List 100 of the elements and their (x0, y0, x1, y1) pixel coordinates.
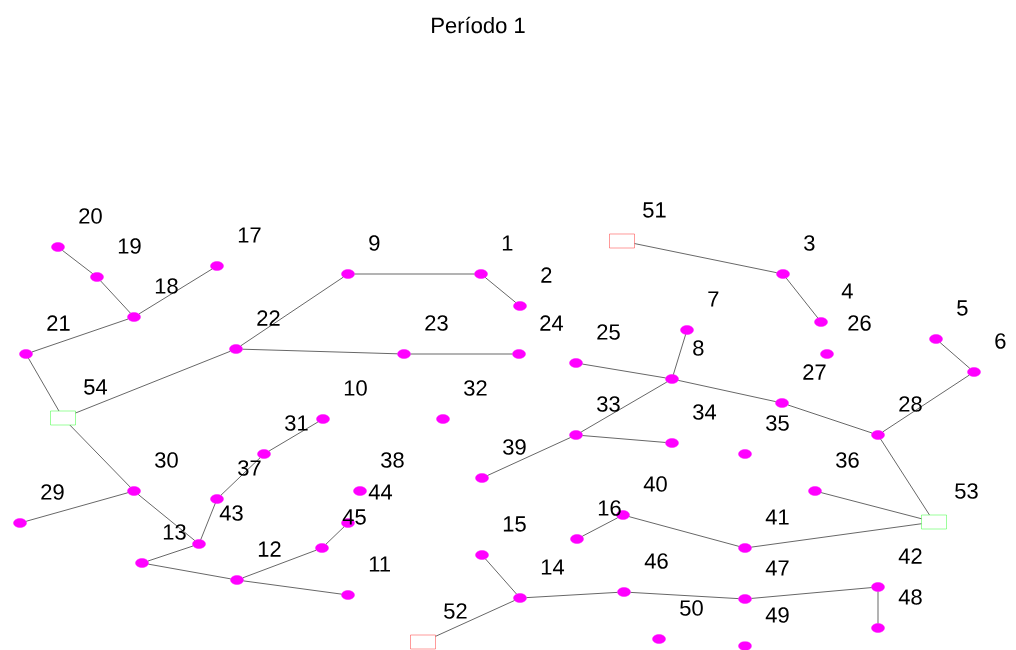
connector-line (354, 273, 475, 275)
point-marker (474, 269, 488, 279)
point-label: 13 (163, 524, 186, 540)
point-label: 24 (540, 315, 564, 331)
point-label: 27 (803, 364, 826, 380)
point-marker (475, 550, 489, 560)
point-marker (738, 594, 752, 604)
connector-line (138, 494, 195, 541)
point-marker (341, 269, 355, 279)
point-marker (19, 349, 33, 359)
point-marker (316, 414, 330, 424)
point-label: 33 (597, 396, 620, 412)
connector-line (582, 363, 666, 379)
point-label: 39 (503, 439, 526, 455)
point-label: 32 (464, 380, 487, 396)
point-label: 10 (344, 380, 367, 396)
connector-line (485, 558, 517, 595)
point-marker (210, 261, 224, 271)
connector-line (147, 545, 194, 562)
point-label: 28 (899, 396, 922, 412)
connector-line (243, 580, 342, 595)
point-label: 12 (258, 541, 281, 557)
connector-line (100, 280, 131, 314)
point-marker (315, 543, 329, 553)
connector-line (200, 503, 216, 540)
point-label: 42 (898, 548, 922, 564)
connector-line (939, 342, 971, 369)
point-label: 44 (368, 484, 393, 500)
point-label: 23 (425, 315, 448, 331)
connector-line (751, 523, 922, 548)
connector-line (148, 563, 231, 580)
point-label: 40 (643, 476, 667, 492)
point-marker (436, 414, 450, 424)
connector-line (785, 277, 819, 319)
connector-line (485, 277, 516, 303)
point-label: 25 (597, 324, 620, 340)
point-marker (13, 518, 27, 528)
point-marker (820, 349, 834, 359)
point-label: 45 (342, 509, 366, 525)
point-marker (513, 593, 527, 603)
connector-line (31, 318, 129, 353)
point-marker (569, 430, 583, 440)
connector-line (634, 243, 777, 273)
connector-line (242, 549, 317, 579)
point-marker (353, 486, 367, 496)
square-marker (410, 634, 436, 650)
connector-line (25, 492, 129, 522)
square-marker (609, 233, 635, 249)
point-label: 20 (79, 208, 102, 224)
point-marker (90, 272, 104, 282)
point-marker (257, 449, 271, 459)
point-marker (570, 534, 584, 544)
point-marker (871, 430, 885, 440)
point-marker (51, 242, 65, 252)
connector-line (582, 517, 618, 537)
connector-line (435, 600, 515, 637)
point-label: 41 (765, 509, 789, 525)
point-label: 37 (238, 460, 261, 476)
point-marker (738, 543, 752, 553)
connector-line (678, 380, 776, 402)
point-label: 5 (957, 300, 968, 316)
point-marker (871, 582, 885, 592)
point-marker (513, 301, 527, 311)
connector-line (580, 381, 668, 433)
point-marker (210, 494, 224, 504)
connector-line (69, 424, 131, 488)
connector-line (821, 492, 922, 519)
point-label: 35 (766, 415, 789, 431)
connector-line (877, 591, 879, 624)
connector-line (630, 592, 739, 599)
point-label: 21 (47, 315, 70, 331)
point-label: 49 (765, 607, 789, 623)
point-label: 9 (369, 235, 380, 251)
connector-line (242, 348, 398, 355)
point-label: 36 (836, 452, 859, 468)
point-label: 8 (693, 340, 704, 356)
connector-line (62, 250, 93, 274)
point-marker (775, 398, 789, 408)
point-marker (929, 334, 943, 344)
point-label: 22 (257, 310, 280, 326)
point-marker (814, 317, 828, 327)
point-label: 26 (848, 315, 871, 331)
point-label: 38 (381, 452, 404, 468)
connector-line (28, 358, 60, 412)
point-label: 34 (693, 404, 717, 420)
connector-line (240, 276, 344, 347)
point-label: 14 (541, 559, 565, 575)
point-label: 48 (898, 589, 922, 605)
point-marker (738, 449, 752, 459)
point-label: 47 (765, 560, 789, 576)
connector-line (526, 592, 618, 598)
point-label: 30 (155, 452, 178, 468)
point-marker (230, 575, 244, 585)
point-marker (127, 486, 141, 496)
connector-line (487, 437, 571, 476)
point-marker (680, 325, 694, 335)
point-label: 54 (84, 379, 107, 395)
connector-line (880, 439, 930, 516)
connector-line (138, 268, 213, 315)
point-label: 18 (155, 278, 178, 294)
